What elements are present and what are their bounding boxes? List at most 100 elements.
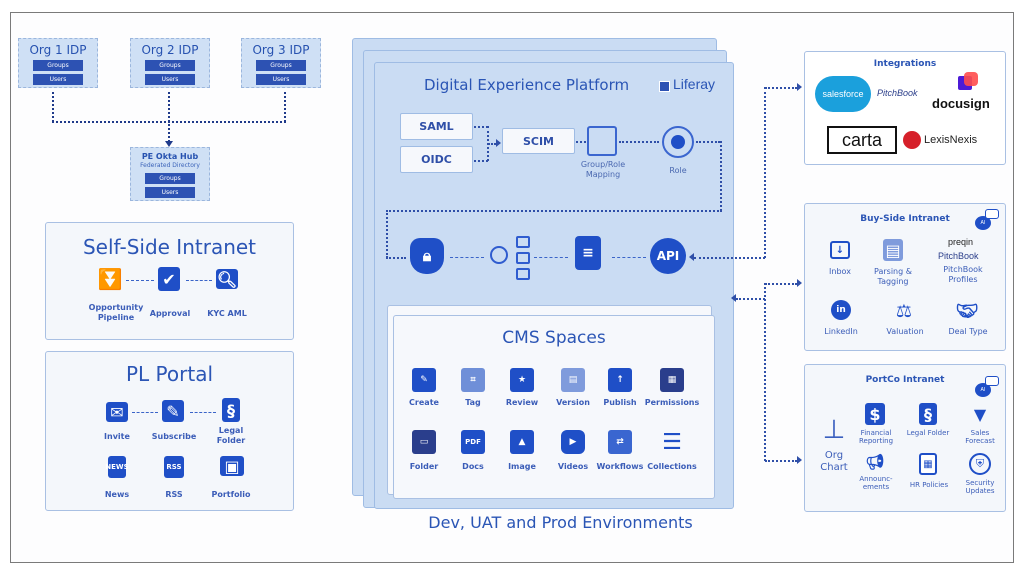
integrations-connector <box>765 87 797 89</box>
pipeline-arrow <box>450 257 484 258</box>
self-side-intranet-title: Self-Side Intranet <box>82 235 257 259</box>
lexisnexis-logo: LexisNexis <box>924 134 978 146</box>
parsing-icon: ▤ <box>883 239 903 261</box>
cms-review: ★ Review <box>490 368 554 408</box>
create-label: Create <box>409 398 439 407</box>
self-side-intranet-panel: Self-Side Intranet ⏬ ✔ 🔍︎ Opportunity Pi… <box>45 222 294 340</box>
arrow-right-icon <box>797 83 802 91</box>
valuation-label: Valuation <box>886 327 924 336</box>
arrow-left-icon <box>689 253 694 261</box>
megaphone-icon: 📢︎ <box>865 453 885 471</box>
org2-groups: Groups <box>145 60 195 71</box>
okta-users: Users <box>145 187 195 198</box>
pipeline-arrow <box>612 257 646 258</box>
content-types-icon <box>490 246 508 264</box>
cms-image: ▲ Image <box>490 430 554 472</box>
announcements-label: Announc-ements <box>859 475 893 491</box>
org1-idp-title: Org 1 IDP <box>29 43 87 57</box>
docs-label: Docs <box>462 462 484 471</box>
docusign-mark-accent <box>964 72 978 86</box>
idp-merge-line <box>52 121 286 123</box>
pitchbook-small-logo: PitchBook <box>938 251 979 261</box>
videos-label: Videos <box>557 462 589 471</box>
pitchbook-profiles-label: PitchBook Profiles <box>943 265 983 284</box>
cms-publish: ↑ Publish <box>588 368 652 408</box>
arrow-left-icon <box>731 294 736 302</box>
image-label: Image <box>508 462 536 471</box>
workflows-icon: ⇄ <box>608 430 632 454</box>
funnel-icon: ⏬ <box>97 267 123 291</box>
publish-label: Publish <box>603 398 637 407</box>
okta-hub-title: PE Okta Hub <box>141 152 199 161</box>
pl-portal-title: PL Portal <box>125 362 214 386</box>
handshake-icon: 🤝︎ <box>955 300 979 322</box>
invite-label: Invite <box>104 432 130 441</box>
cms-collections: ☰ Collections <box>640 430 704 472</box>
scim-box: SCIM <box>502 128 575 154</box>
image-small-icon <box>516 268 530 280</box>
group-role-mapping-label: Group/Role Mapping <box>580 160 626 179</box>
ai-chat-icon[interactable]: AI <box>975 383 991 397</box>
review-label: Review <box>505 398 539 407</box>
role-back-line <box>386 210 722 212</box>
step-arrow <box>190 412 216 413</box>
sales-forecast-label: Sales Forecast <box>965 429 995 445</box>
news-label: News <box>104 490 130 499</box>
create-icon: ✎ <box>412 368 436 392</box>
folder-label: Folder <box>409 462 439 471</box>
review-icon: ★ <box>510 368 534 392</box>
integrations-title: Integrations <box>873 59 937 69</box>
cms-tag: ⌗ Tag <box>441 368 505 408</box>
kyc-search-icon: 🔍︎ <box>216 269 238 289</box>
org2-idp-title: Org 2 IDP <box>141 43 199 57</box>
saml-box: SAML <box>400 113 473 140</box>
buy-side-connector <box>765 283 797 285</box>
linkedin-label: LinkedIn <box>824 327 858 336</box>
cms-folder: ▭ Folder <box>392 430 456 472</box>
ai-chat-icon[interactable]: AI <box>975 216 991 230</box>
collections-icon: ☰ <box>662 429 682 455</box>
notebook-icon: ▦ <box>919 453 937 475</box>
envelope-icon: ✉ <box>106 402 128 422</box>
pipeline-in-line <box>386 257 406 259</box>
cms-videos: ▶ Videos <box>541 430 605 472</box>
okta-groups: Groups <box>145 173 195 184</box>
org3-idp-title: Org 3 IDP <box>252 43 310 57</box>
tag-label: Tag <box>465 398 481 407</box>
okta-hub-box: PE Okta Hub Federated Directory Groups U… <box>130 147 210 201</box>
buy-side-title: Buy-Side Intranet <box>860 214 950 224</box>
legal-document-icon: § <box>919 403 937 425</box>
step-arrow <box>126 280 154 281</box>
opportunity-pipeline-label: Opportunity Pipeline <box>88 303 144 322</box>
api-connector <box>694 257 765 259</box>
legal-document-icon: § <box>222 398 240 422</box>
liferay-brand: Liferay <box>673 76 716 92</box>
pl-portal-panel: PL Portal ✉ ✎ § Invite Subscribe Legal F… <box>45 351 294 511</box>
carta-logo: carta <box>827 126 897 154</box>
newspaper-icon: NEWS <box>105 456 129 478</box>
valuation-icon: ⚖ <box>895 300 913 322</box>
deal-type-label: Deal Type <box>948 327 988 336</box>
org-chart-label: Org Chart <box>820 450 848 473</box>
chat-bubble-icon <box>985 376 999 386</box>
sales-forecast-icon: ▼ <box>973 404 987 424</box>
cms-spaces-panel: CMS Spaces <box>393 315 715 499</box>
role-to-pipeline-line <box>386 210 388 258</box>
cms-spaces-title: CMS Spaces <box>502 328 606 348</box>
dxp-title: Digital Experience Platform <box>424 76 630 94</box>
preqin-logo: preqin <box>948 237 974 247</box>
financial-report-icon: $ <box>865 403 885 425</box>
kyc-aml-label: KYC AML <box>207 309 247 318</box>
org3-users: Users <box>256 74 306 85</box>
portfolio-monitor-icon: ▣ <box>220 456 244 476</box>
rss-icon: RSS <box>164 456 184 478</box>
inbox-label: Inbox <box>829 267 851 276</box>
financial-reporting-label: Financial Reporting <box>858 429 894 445</box>
folder-icon: ▭ <box>412 430 436 454</box>
step-arrow <box>132 412 158 413</box>
arrow-right-icon <box>496 139 501 147</box>
linkedin-icon: in <box>831 300 851 320</box>
cms-docs: PDF Docs <box>441 430 505 472</box>
subscribe-icon: ✎ <box>162 400 184 422</box>
arrow-right-icon <box>797 456 802 464</box>
